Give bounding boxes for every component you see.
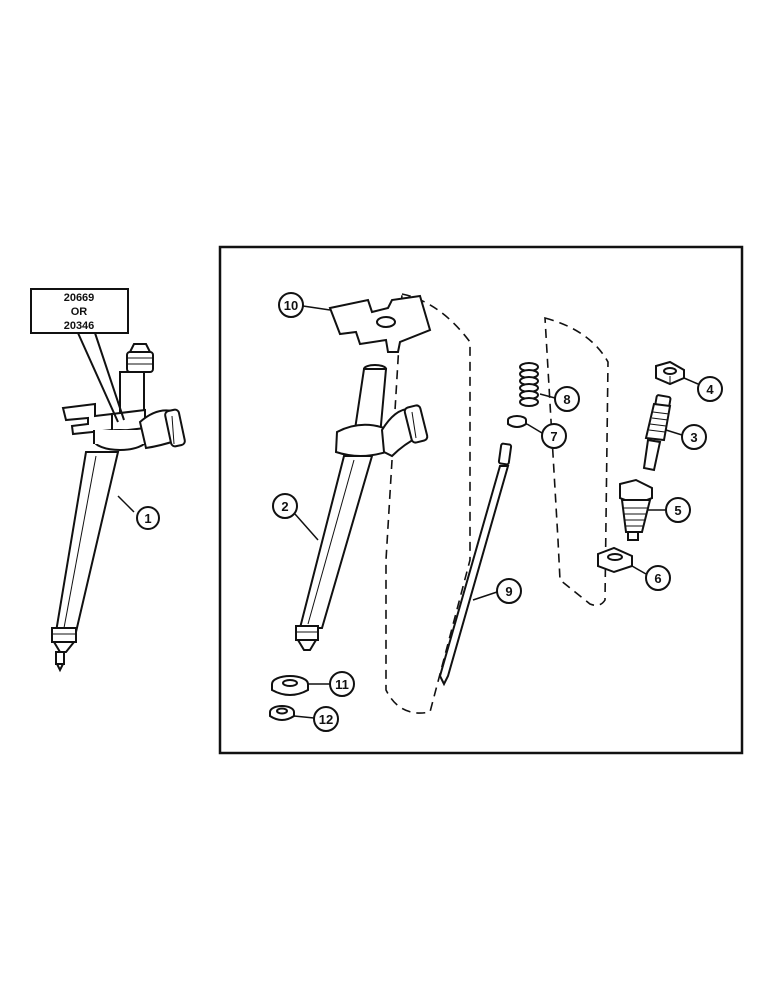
callout-3: 3 xyxy=(665,424,707,450)
dashed-group-outline-right xyxy=(544,316,609,607)
callout-11-label: 11 xyxy=(335,677,349,692)
callout-5-label: 5 xyxy=(674,503,681,518)
tag-leader-line xyxy=(77,332,119,423)
callout-6: 6 xyxy=(631,565,671,591)
callout-1: 1 xyxy=(117,495,160,530)
callout-9-label: 9 xyxy=(505,584,512,599)
part-injector-body xyxy=(295,364,429,651)
callout-1-label: 1 xyxy=(144,511,151,526)
callout-2: 2 xyxy=(272,493,319,541)
part-number-tag: 20669 OR 20346 xyxy=(30,288,129,423)
callout-2-label: 2 xyxy=(281,499,288,514)
tag-leader-line-2 xyxy=(94,332,125,421)
callout-7: 7 xyxy=(526,423,567,449)
callout-5: 5 xyxy=(648,497,691,523)
tag-line-2: OR xyxy=(71,306,88,318)
callout-12-label: 12 xyxy=(319,712,333,727)
callout-8: 8 xyxy=(539,386,580,412)
callout-10: 10 xyxy=(278,292,331,318)
callout-11: 11 xyxy=(308,671,355,697)
tag-line-1: 20669 xyxy=(64,292,95,304)
dashed-group-outline-left xyxy=(385,293,471,714)
part-spring-seat xyxy=(507,415,527,428)
tag-line-3: 20346 xyxy=(64,320,95,332)
exploded-view-frame xyxy=(218,245,744,755)
callout-8-label: 8 xyxy=(563,392,570,407)
part-spindle xyxy=(438,442,513,687)
callout-9: 9 xyxy=(472,578,522,604)
part-adjusting-screw xyxy=(642,394,672,472)
callout-12: 12 xyxy=(293,706,339,732)
callout-4: 4 xyxy=(683,376,723,402)
part-adjusting-sleeve xyxy=(619,478,653,541)
part-cap-nut xyxy=(655,360,685,386)
part-bracket-plate xyxy=(328,294,432,353)
callout-7-label: 7 xyxy=(550,429,557,444)
part-small-washer xyxy=(269,705,295,721)
assembled-injector xyxy=(51,343,186,673)
callout-3-label: 3 xyxy=(690,430,697,445)
callout-6-label: 6 xyxy=(654,571,661,586)
part-spring xyxy=(519,362,539,407)
part-large-washer xyxy=(271,675,309,696)
callout-10-label: 10 xyxy=(284,298,298,313)
callout-4-label: 4 xyxy=(706,382,714,397)
